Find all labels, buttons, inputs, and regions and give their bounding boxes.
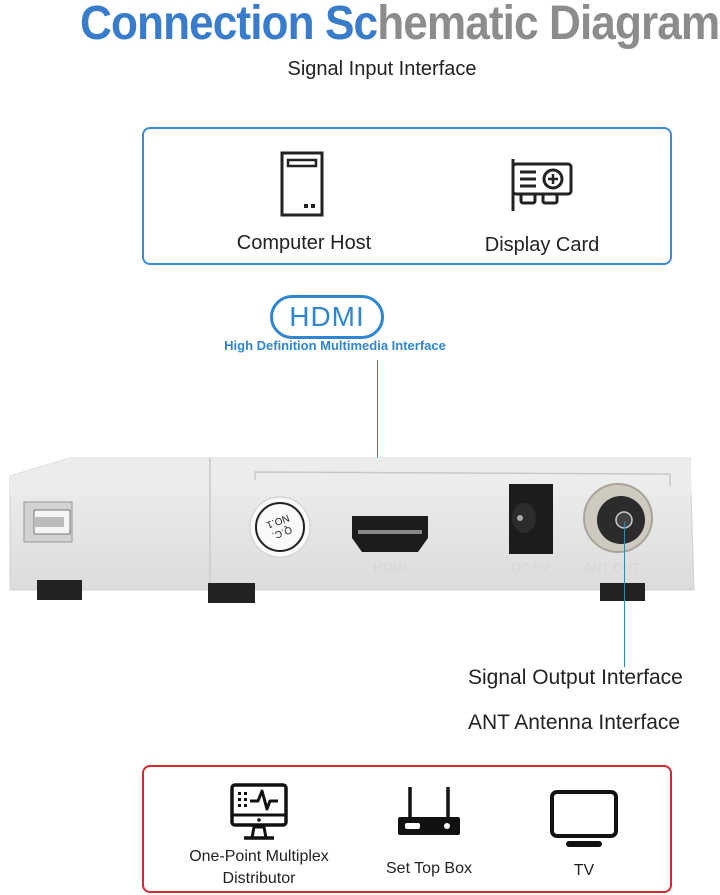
tv-label: TV bbox=[573, 862, 595, 879]
display-card-label: Display Card bbox=[484, 234, 600, 256]
router-box-icon bbox=[398, 787, 460, 835]
multiplex-distributor-item: One-Point Multiplex Distributor bbox=[164, 783, 354, 890]
tv-stick-device: Q.C. NO.1 HDMI DC 5V ANT OUT bbox=[9, 457, 695, 603]
device-foot bbox=[600, 583, 645, 601]
dc-power-port: DC 5V bbox=[509, 484, 553, 575]
page-title: Connection Schematic Diagram bbox=[80, 0, 720, 51]
ant-connector-line bbox=[624, 522, 625, 667]
tv-icon bbox=[550, 790, 618, 847]
ant-port-label: ANT OUT bbox=[584, 560, 641, 575]
title-gray-part: hematic Diagram bbox=[377, 0, 720, 50]
set-top-box-item: Set Top Box bbox=[359, 783, 499, 880]
hdmi-description: High Definition Multimedia Interface bbox=[224, 338, 446, 353]
display-card-item: Display Card bbox=[462, 159, 622, 257]
computer-host-item: Computer Host bbox=[224, 151, 384, 255]
signal-input-heading: Signal Input Interface bbox=[287, 58, 477, 80]
hdmi-port-label: HDMI bbox=[373, 560, 406, 575]
set-top-box-label: Set Top Box bbox=[386, 860, 472, 877]
monitor-waveform-icon bbox=[230, 783, 288, 840]
computer-tower-icon bbox=[280, 151, 324, 217]
multiplex-label-line2: Distributor bbox=[222, 870, 296, 887]
hdmi-port: HDMI bbox=[352, 516, 428, 575]
hdmi-connector-line bbox=[377, 360, 378, 546]
tv-item: TV bbox=[514, 789, 654, 882]
graphics-card-icon bbox=[511, 159, 573, 211]
dc-port-label: DC 5V bbox=[511, 560, 550, 575]
multiplex-label-line1: One-Point Multiplex bbox=[189, 848, 329, 865]
signal-output-box: One-Point Multiplex Distributor Set Top … bbox=[142, 765, 672, 893]
qc-sticker: Q.C. NO.1 bbox=[249, 496, 311, 558]
hdmi-badge: HDMI bbox=[270, 295, 384, 339]
ant-antenna-heading: ANT Antenna Interface bbox=[468, 711, 681, 734]
signal-output-heading: Signal Output Interface bbox=[468, 666, 683, 689]
signal-input-box: Computer Host Display Card bbox=[142, 127, 672, 265]
device-foot bbox=[37, 580, 82, 600]
computer-host-label: Computer Host bbox=[236, 232, 372, 254]
title-blue-part: Connection Sc bbox=[80, 0, 378, 50]
device-foot bbox=[208, 583, 255, 603]
usb-port bbox=[23, 501, 73, 543]
